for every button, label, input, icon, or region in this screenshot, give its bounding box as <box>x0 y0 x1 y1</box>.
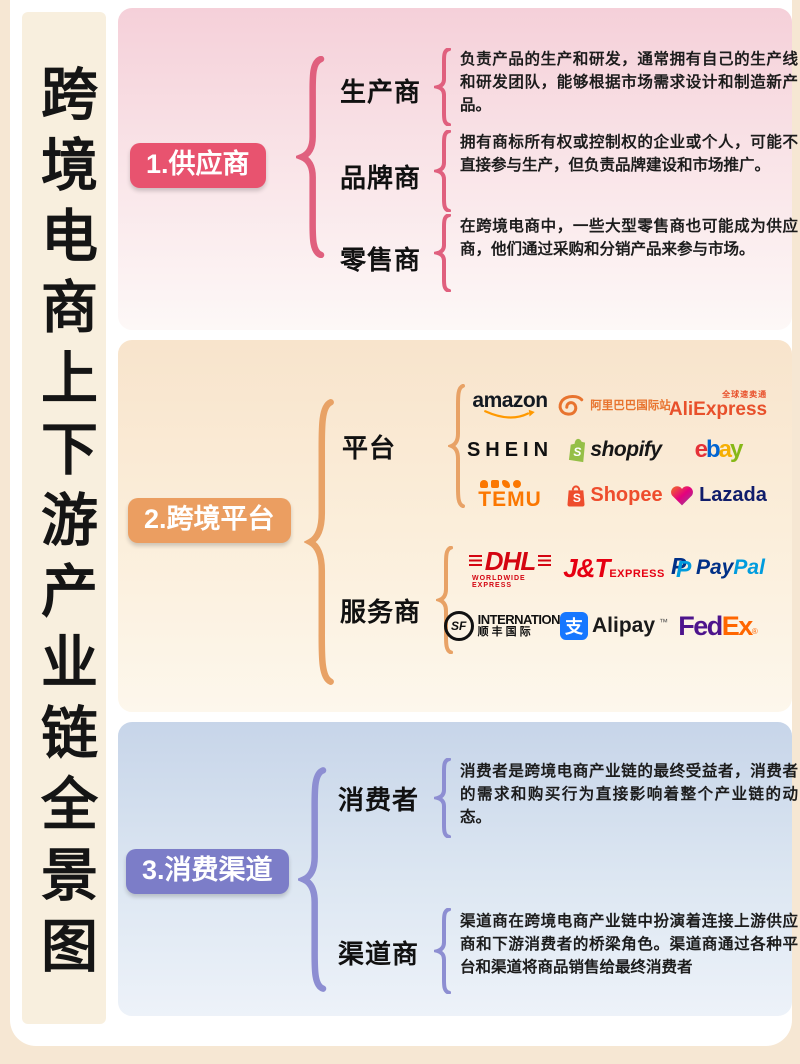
section3-badge: 3.消费渠道 <box>126 849 289 895</box>
node-brand-owner: 品牌商 <box>340 163 422 193</box>
shein-logo: SHEIN <box>466 438 554 461</box>
sf-circle-icon: SF <box>443 611 474 641</box>
service-logo-grid: DHL WORLDWIDE EXPRESS J&T EXPRESS P P <box>443 544 770 650</box>
node-service-provider: 服务商 <box>340 597 422 627</box>
section3-brace-icon <box>298 767 328 992</box>
lazada-heart-icon <box>671 486 694 506</box>
ebay-logo: ebay <box>694 436 744 463</box>
alipay-logo: 支 Alipay ™ <box>559 602 668 650</box>
alipay-square-icon: 支 <box>559 612 588 640</box>
lazada-logo: Lazada <box>666 474 770 516</box>
dhl-logo: DHL WORLDWIDE EXPRESS <box>458 544 562 592</box>
page-title: 跨境电商上下游产业链全景图 <box>32 64 97 987</box>
channel-dealer-desc: 渠道商在跨境电商产业链中扮演着连接上游供应商和下游消费者的桥梁角色。渠道商通过各… <box>460 913 798 976</box>
section-suppliers: 1.供应商 生产商 负责产品的生产和研发，通常拥有自己的生产线和研发团队，能够根… <box>118 8 798 330</box>
alibaba-swirl-icon <box>558 394 584 416</box>
sf-international-logo: SF INTERNATIONAL 顺丰国际 <box>443 602 577 650</box>
node-channel-dealer: 渠道商 <box>338 939 420 969</box>
jt-express-logo: J&T EXPRESS <box>563 552 665 583</box>
shopee-logo: S Shopee <box>562 474 666 516</box>
fedex-logo: Fed Ex ® <box>678 610 758 641</box>
vertical-title-column: 跨境电商上下游产业链全景图 <box>22 12 106 1024</box>
manufacturer-brace-icon <box>434 48 452 126</box>
section1-brace-icon <box>296 56 326 258</box>
brand-owner-brace-icon <box>434 130 452 212</box>
consumer-brace-icon <box>434 758 452 838</box>
node-consumer: 消费者 <box>338 785 420 815</box>
retailer-desc: 在跨境电商中，一些大型零售商也可能成为供应商，他们通过采购和分销产品来参与市场。 <box>460 218 798 258</box>
brand-owner-desc: 拥有商标所有权或控制权的企业或个人，可能不直接参与生产，但负责品牌建设和市场推广… <box>460 134 798 174</box>
aliexpress-logo: 全球速卖通 AliExpress <box>668 390 768 421</box>
platform-brace-icon <box>448 384 466 508</box>
node-manufacturer: 生产商 <box>340 77 422 107</box>
shopify-logo: S shopify <box>562 429 666 471</box>
retailer-brace-icon <box>434 214 452 292</box>
platform-logo-grid: amazon 阿里巴巴国际站 全球速卖通 Al <box>458 384 770 516</box>
amazon-logo: amazon <box>458 384 562 426</box>
section2-badge: 2.跨境平台 <box>128 498 291 544</box>
shopee-bag-icon: S <box>565 482 587 508</box>
node-platform: 平台 <box>342 433 397 463</box>
section-consumption: 3.消费渠道 消费者 消费者是跨境电商产业链的最终受益者，消费者的需求和购买行为… <box>118 722 798 1016</box>
section2-brace-icon <box>304 398 336 686</box>
manufacturer-desc: 负责产品的生产和研发，通常拥有自己的生产线和研发团队，能够根据市场需求设计和制造… <box>460 51 798 114</box>
dhl-stripes-icon <box>538 555 552 566</box>
temu-mascot-icons <box>480 480 522 488</box>
node-retailer: 零售商 <box>340 245 422 275</box>
paypal-mark-icon: P P <box>671 553 692 582</box>
service-brace-icon <box>436 546 454 654</box>
consumer-desc: 消费者是跨境电商产业链的最终受益者，消费者的需求和购买行为直接影响着整个产业链的… <box>460 763 798 826</box>
dhl-stripes-icon <box>468 555 482 566</box>
channel-brace-icon <box>434 908 452 994</box>
amazon-smile-icon <box>484 409 535 419</box>
section-platforms: 2.跨境平台 平台 amazon <box>118 340 792 712</box>
paypal-logo: P P Pay Pal <box>671 553 765 582</box>
temu-logo: TEMU <box>458 474 562 516</box>
section1-badge: 1.供应商 <box>130 143 266 189</box>
alibaba-international-logo: 阿里巴巴国际站 <box>558 384 671 426</box>
shopify-bag-icon: S <box>566 437 588 463</box>
